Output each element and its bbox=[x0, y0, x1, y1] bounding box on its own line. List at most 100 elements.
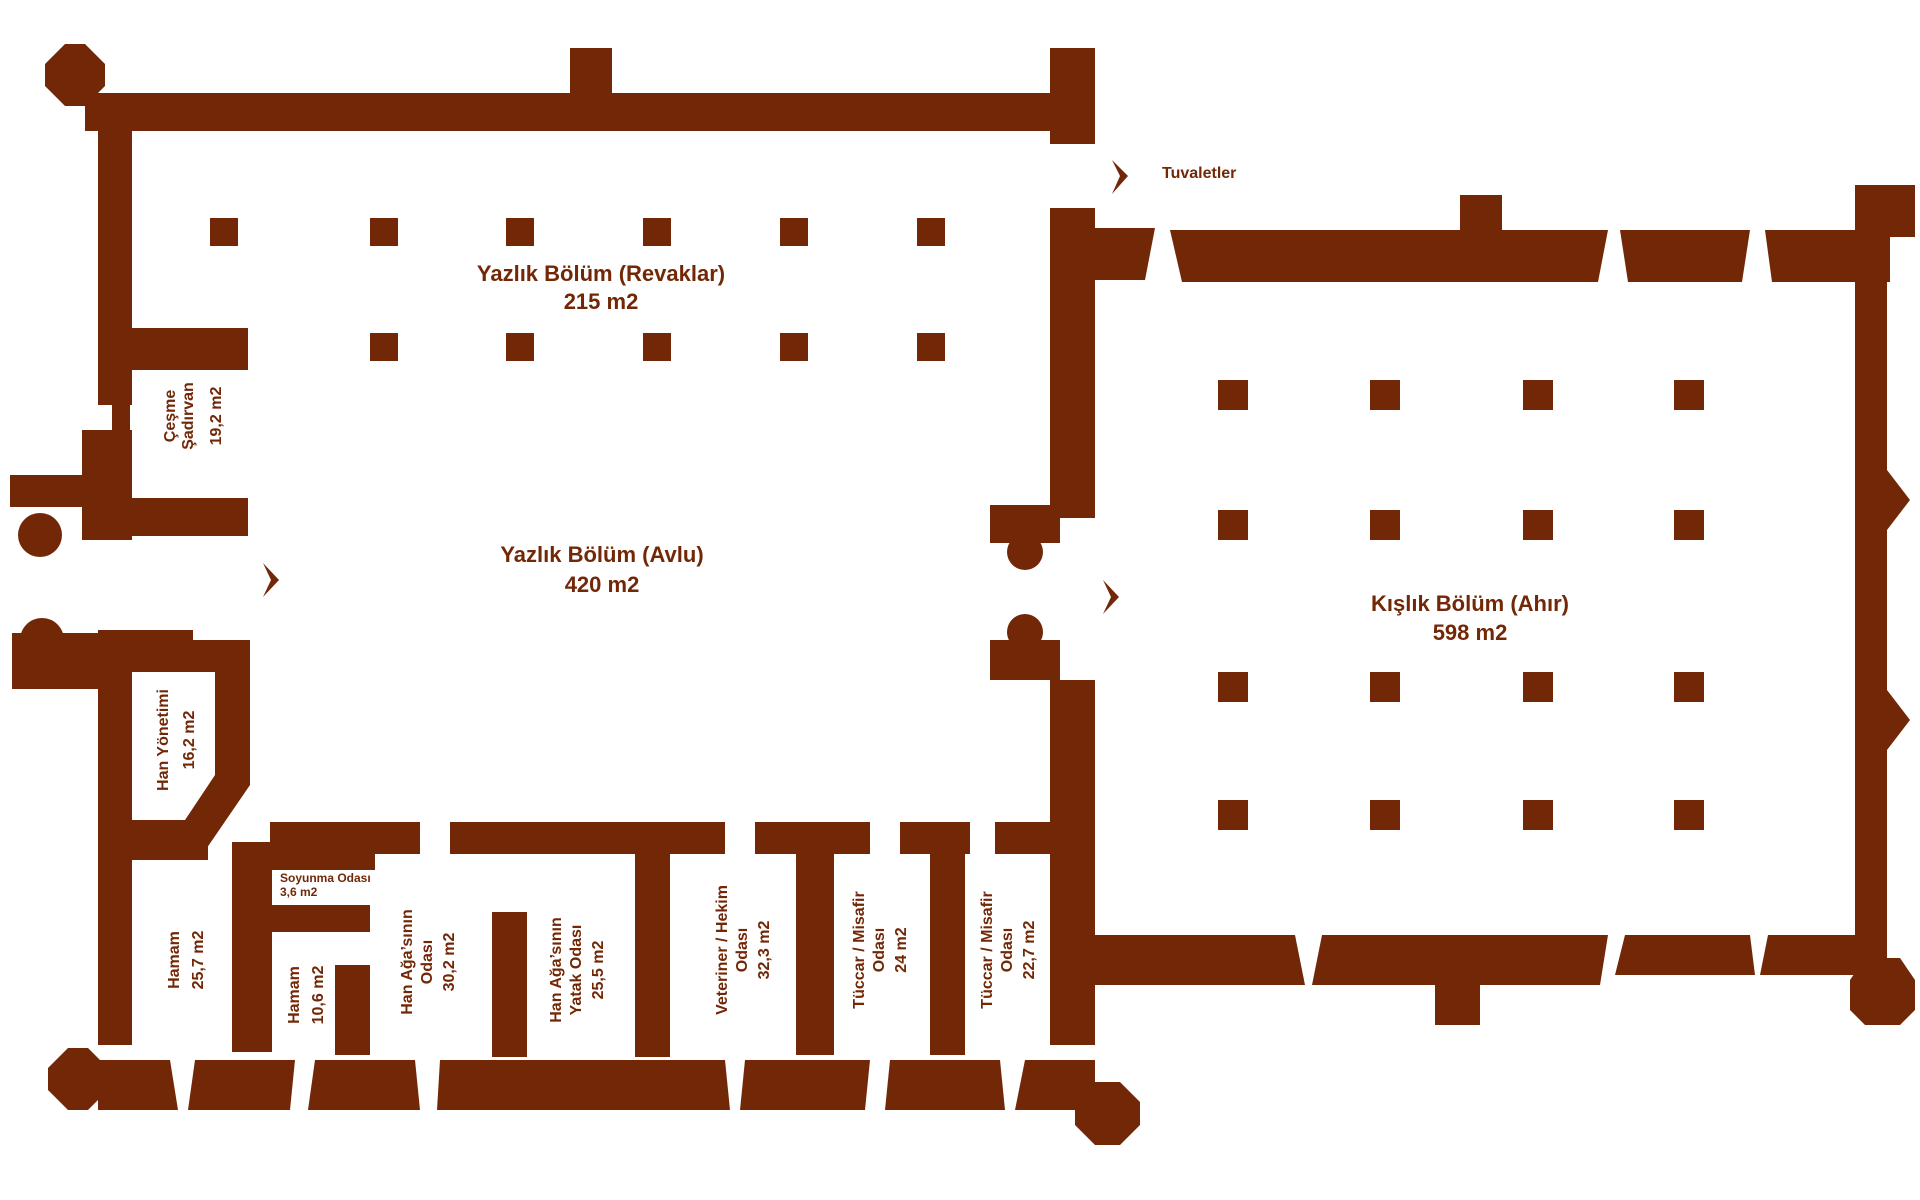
management-room-walls bbox=[132, 640, 250, 858]
agha-room-label: Han Ağa’sının Odası 30,2 m2 bbox=[399, 909, 458, 1015]
pier bbox=[1218, 672, 1248, 702]
agha-room-area: 30,2 m2 bbox=[441, 933, 458, 992]
pier bbox=[1218, 380, 1248, 410]
vet-room-label: Veteriner / Hekim Odası 32,3 m2 bbox=[714, 885, 773, 1015]
summer-arcades-area: 215 m2 bbox=[564, 289, 639, 314]
pier bbox=[1523, 510, 1553, 540]
merchant1-line1: Tüccar / Misafir bbox=[851, 891, 868, 1008]
agha-rooms-divider bbox=[492, 912, 527, 1057]
labels: Tuvaletler Yazlık Bölüm (Revaklar) 215 m… bbox=[155, 165, 1569, 1024]
east-wall-upper bbox=[1050, 208, 1095, 518]
winter-north-buttress bbox=[1460, 195, 1502, 235]
pier bbox=[210, 218, 238, 246]
arrow-right-icon bbox=[263, 563, 279, 597]
pier bbox=[1218, 800, 1248, 830]
summer-arcades-name: Yazlık Bölüm (Revaklar) bbox=[477, 261, 725, 286]
merchant2-area: 22,7 m2 bbox=[1021, 921, 1038, 980]
pier bbox=[1218, 510, 1248, 540]
winter-east-wall bbox=[1855, 230, 1887, 940]
fountain-wall-stub bbox=[112, 405, 130, 460]
west-gate-lower-ornament bbox=[20, 618, 64, 662]
pier bbox=[1370, 510, 1400, 540]
east-wall-lower bbox=[1050, 680, 1095, 1045]
pier bbox=[370, 218, 398, 246]
north-west-corner-tower bbox=[45, 44, 105, 106]
changing-room-wall bbox=[232, 842, 272, 1052]
winter-south-wall-1 bbox=[1095, 935, 1305, 985]
east-gate-lower-ornament bbox=[1007, 614, 1043, 650]
north-wall-buttress bbox=[570, 48, 612, 98]
south-wall-6 bbox=[885, 1060, 1005, 1110]
bath-large-area: 25,7 m2 bbox=[190, 931, 207, 990]
bath-small-label: Hamam 10,6 m2 bbox=[286, 966, 327, 1025]
west-gate-upper-ornament bbox=[18, 513, 62, 557]
winter-north-wall-1 bbox=[1095, 228, 1155, 280]
agha-bedroom-line1: Han Ağa’sının bbox=[548, 917, 565, 1023]
merchant1-line2: Odası bbox=[871, 928, 888, 972]
pier bbox=[780, 333, 808, 361]
bath-small-divider bbox=[335, 965, 370, 1055]
merchant-room-1-label: Tüccar / Misafir Odası 24 m2 bbox=[851, 891, 910, 1008]
winter-south-wall-3 bbox=[1615, 935, 1755, 975]
winter-south-wall-2 bbox=[1312, 935, 1608, 985]
east-gate-upper-ornament bbox=[1007, 534, 1043, 570]
summer-courtyard-name: Yazlık Bölüm (Avlu) bbox=[500, 542, 703, 567]
south-wall-4 bbox=[437, 1060, 730, 1110]
merchant1-area: 24 m2 bbox=[893, 927, 910, 972]
south-east-corner-tower bbox=[1075, 1082, 1140, 1145]
fountain-area: 19,2 m2 bbox=[208, 387, 225, 446]
winter-stable-area: 598 m2 bbox=[1433, 620, 1508, 645]
winter-north-wall-2 bbox=[1170, 230, 1608, 282]
winter-south-wall-4 bbox=[1760, 935, 1887, 975]
south-wall-3 bbox=[308, 1060, 420, 1110]
changing-room-area: 3,6 m2 bbox=[280, 885, 318, 899]
fountain-name-line2: Şadırvan bbox=[180, 382, 197, 450]
toilets-label: Tuvaletler bbox=[1162, 165, 1236, 182]
changing-room-name: Soyunma Odası bbox=[280, 871, 371, 885]
pier bbox=[506, 218, 534, 246]
winter-stable-name: Kışlık Bölüm (Ahır) bbox=[1371, 591, 1569, 616]
agha-room-line1: Han Ağa’sının bbox=[399, 909, 416, 1015]
agha-bedroom-line2: Yatak Odası bbox=[568, 925, 585, 1016]
rooms-north-wall-2 bbox=[450, 822, 725, 854]
agha-bedroom-label: Han Ağa’sının Yatak Odası 25,5 m2 bbox=[548, 917, 607, 1023]
pier bbox=[1523, 380, 1553, 410]
pier bbox=[1370, 672, 1400, 702]
winter-south-east-tower bbox=[1850, 958, 1915, 1025]
management-room-wall bbox=[98, 820, 208, 860]
vet-area: 32,3 m2 bbox=[756, 921, 773, 980]
south-wall-1 bbox=[98, 1060, 178, 1110]
bath-large-label: Hamam 25,7 m2 bbox=[166, 931, 207, 990]
changing-room-top bbox=[245, 845, 375, 870]
pier bbox=[1674, 800, 1704, 830]
management-area: 16,2 m2 bbox=[181, 711, 198, 770]
north-east-pier bbox=[1050, 48, 1095, 144]
merchant-divider bbox=[930, 845, 965, 1055]
fountain-name-line1: Çeşme bbox=[162, 390, 179, 443]
winter-north-east-pier bbox=[1855, 185, 1915, 237]
changing-room-bottom bbox=[270, 905, 370, 932]
east-wall-bastion-1 bbox=[1887, 470, 1910, 530]
merchant-room-2-label: Tüccar / Misafir Odası 22,7 m2 bbox=[979, 891, 1038, 1008]
north-wall bbox=[85, 93, 1095, 131]
arrow-right-icon bbox=[1103, 580, 1119, 614]
pier bbox=[1674, 380, 1704, 410]
merchant2-line2: Odası bbox=[999, 928, 1016, 972]
merchant2-line1: Tüccar / Misafir bbox=[979, 891, 996, 1008]
pier bbox=[1674, 672, 1704, 702]
arrow-right-icon bbox=[1112, 160, 1128, 194]
pier bbox=[643, 218, 671, 246]
fountain-label: Çeşme Şadırvan 19,2 m2 bbox=[162, 382, 225, 450]
south-west-corner-tower bbox=[48, 1048, 108, 1110]
agha-bedroom-area: 25,5 m2 bbox=[590, 941, 607, 1000]
management-label: Han Yönetimi 16,2 m2 bbox=[155, 689, 198, 791]
pier bbox=[1370, 380, 1400, 410]
agha-bedroom-divider bbox=[635, 842, 670, 1057]
entrance-arrows bbox=[263, 160, 1128, 614]
summer-courtyard-area: 420 m2 bbox=[565, 572, 640, 597]
pier bbox=[1674, 510, 1704, 540]
pier bbox=[1523, 800, 1553, 830]
winter-north-wall-3 bbox=[1620, 230, 1750, 282]
south-wall-7 bbox=[1015, 1060, 1095, 1110]
